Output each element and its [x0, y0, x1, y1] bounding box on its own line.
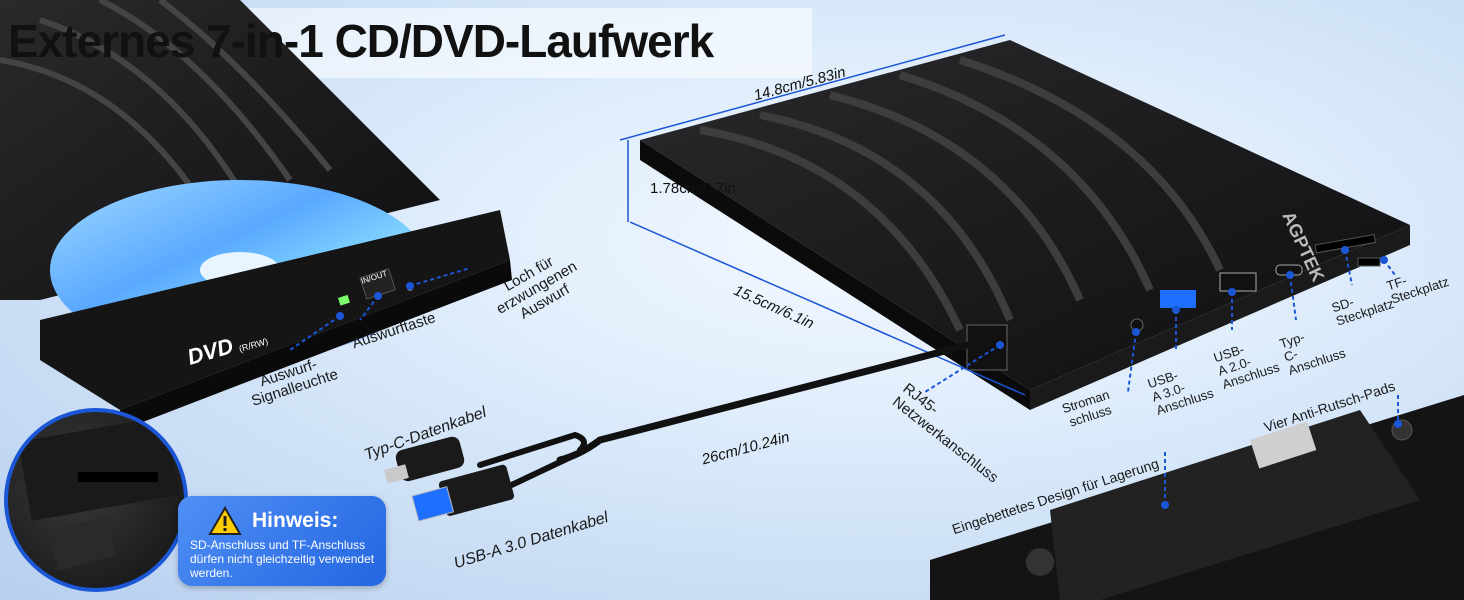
- callout-lines: [289, 249, 1399, 505]
- cables: [477, 341, 972, 503]
- slot-closeup: [4, 408, 188, 592]
- hint-title: Hinweis:: [252, 509, 339, 532]
- usba-plug: [438, 464, 515, 516]
- tf-card-icon: [48, 516, 117, 571]
- dim-height: 1.78cm/0.7in: [650, 180, 736, 197]
- tf-slot: [1357, 257, 1381, 267]
- page-title: Externes 7-in-1 CD/DVD-Laufwerk: [8, 15, 714, 67]
- usb30-port: [1160, 290, 1196, 308]
- warning-icon: [208, 506, 242, 535]
- dimension-lines: [619, 34, 1026, 396]
- typec-plug: [395, 436, 465, 482]
- hint-box: Hinweis: SD-Anschluss und TF-Anschluss d…: [178, 496, 386, 586]
- main-drive: [640, 40, 1410, 410]
- left-drive: [0, 0, 512, 430]
- storage-view: [930, 395, 1464, 600]
- usb20-port: [1219, 272, 1257, 292]
- hint-text: SD-Anschluss und TF-Anschluss dürfen nic…: [190, 538, 375, 580]
